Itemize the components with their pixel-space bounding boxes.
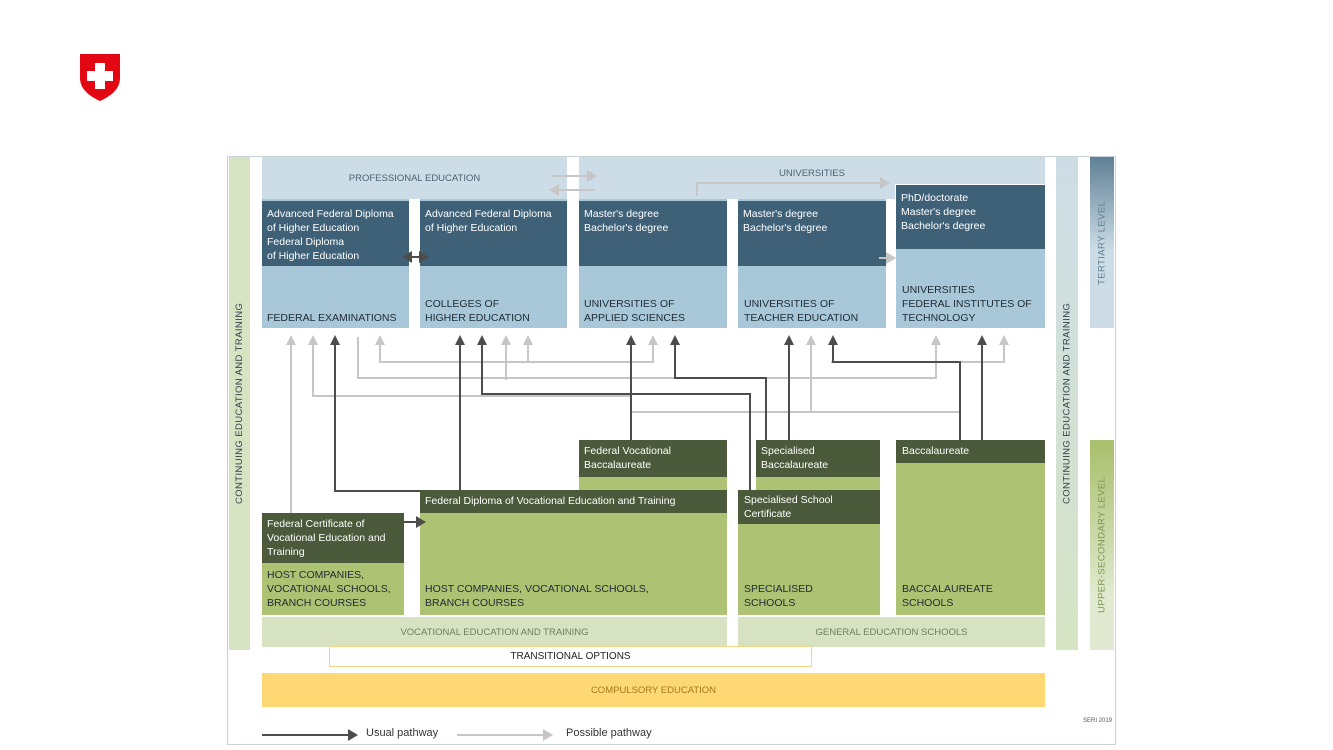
- possible-arrowhead: [587, 170, 597, 182]
- fcvet-title: Federal Certificate of Vocational Educat…: [262, 513, 404, 563]
- legend-usual-label: Usual pathway: [366, 727, 439, 739]
- possible-arrowhead: [880, 177, 890, 189]
- possible-arrowhead: [523, 335, 533, 345]
- colleges-label: COLLEGES OF HIGHER EDUCATION: [425, 298, 530, 324]
- federal-examinations-degrees: Advanced Federal Diploma of Higher Educa…: [262, 201, 409, 266]
- possible-arrowhead: [931, 335, 941, 345]
- fvb-title: Federal Vocational Baccalaureate: [579, 440, 727, 477]
- universities-header: UNIVERSITIES: [579, 157, 1045, 184]
- transitional-options-label: TRANSITIONAL OPTIONS: [510, 651, 631, 662]
- universities-title: UNIVERSITIES: [779, 168, 845, 179]
- specialised-schools-label: SPECIALISED SCHOOLS: [744, 583, 813, 609]
- federal-examinations-label: FEDERAL EXAMINATIONS: [267, 312, 397, 324]
- tertiary-level-bar: [1090, 157, 1114, 328]
- compulsory-education-label: COMPULSORY EDUCATION: [590, 684, 717, 696]
- general-band-label: GENERAL EDUCATION SCHOOLS: [815, 626, 968, 638]
- usual-arrowhead: [416, 516, 426, 528]
- possible-path-colleges-to-uni: [357, 337, 937, 379]
- possible-arrowhead: [999, 335, 1009, 345]
- usual-arrowhead: [402, 251, 412, 263]
- ute-label: UNIVERSITIES OF TEACHER EDUCATION: [744, 298, 859, 324]
- possible-arrowhead: [806, 335, 816, 345]
- spec-school-cert-title: Specialised School Certificate: [738, 490, 880, 524]
- uas-label: UNIVERSITIES OF APPLIED SCIENCES: [584, 298, 685, 324]
- possible-arrowhead: [375, 335, 385, 345]
- continuing-education-bar-left: [229, 157, 250, 650]
- legend-possible-label: Possible pathway: [566, 727, 652, 739]
- usual-path-bacc-to-ute: [832, 337, 961, 440]
- usual-path-fdvet-to-fedexam: [334, 337, 420, 492]
- spec-bacc-title: Specialised Baccalaureate: [756, 440, 880, 477]
- universities-label: UNIVERSITIES FEDERAL INSTITUTES OF TECHN…: [902, 284, 1032, 324]
- bacc-schools-label: BACCALAUREATE SCHOOLS: [902, 583, 993, 609]
- legend-possible-arrow: [457, 729, 553, 741]
- universities-degrees: PhD/doctorate Master's degree Bachelor's…: [896, 185, 1045, 249]
- usual-arrowhead: [784, 335, 794, 345]
- vet-band-label: VOCATIONAL EDUCATION AND TRAINING: [400, 626, 589, 638]
- possible-arrowhead: [886, 252, 896, 264]
- usual-arrowhead: [477, 335, 487, 345]
- possible-path-horizontal-a: [379, 337, 654, 363]
- possible-arrowhead: [501, 335, 511, 345]
- credit-text: SERI 2019: [1083, 718, 1113, 724]
- general-band: GENERAL EDUCATION SCHOOLS: [738, 617, 1045, 647]
- possible-path-uni-right: [831, 337, 1005, 363]
- compulsory-education-band: COMPULSORY EDUCATION: [262, 673, 1045, 707]
- usual-arrowhead: [828, 335, 838, 345]
- vet-band: VOCATIONAL EDUCATION AND TRAINING: [262, 617, 727, 647]
- host-companies-large-label: HOST COMPANIES, VOCATIONAL SCHOOLS, BRAN…: [425, 583, 649, 609]
- usual-arrowhead: [455, 335, 465, 345]
- usual-path-fdvet-to-ute: [481, 337, 751, 490]
- usual-path-specbacc-to-uas: [674, 337, 767, 440]
- host-companies-small-label: HOST COMPANIES, VOCATIONAL SCHOOLS, BRAN…: [267, 569, 391, 609]
- possible-arrowhead: [286, 335, 296, 345]
- professional-education-header: PROFESSIONAL EDUCATION: [262, 157, 567, 199]
- usual-arrowhead: [626, 335, 636, 345]
- professional-education-title: PROFESSIONAL EDUCATION: [348, 172, 481, 184]
- possible-path-header-link: [696, 182, 884, 196]
- usual-arrowhead: [330, 335, 340, 345]
- universities-header-extension: [579, 184, 895, 199]
- ute-degrees: Master's degree Bachelor's degree: [738, 201, 886, 266]
- possible-arrowhead: [549, 184, 559, 196]
- usual-arrowhead: [977, 335, 987, 345]
- colleges-degrees: Advanced Federal Diploma of Higher Educa…: [420, 201, 567, 266]
- usual-arrowhead: [419, 251, 429, 263]
- possible-path-fedexam-to-uas: [312, 337, 631, 397]
- usual-arrowhead: [670, 335, 680, 345]
- bacc-schools-block: [896, 440, 1045, 615]
- possible-arrowhead: [308, 335, 318, 345]
- upper-secondary-level-bar: [1090, 440, 1114, 650]
- possible-arrowhead: [648, 335, 658, 345]
- swiss-cross-shield-icon: [78, 52, 122, 102]
- bacc-title: Baccalaureate: [896, 440, 1045, 463]
- continuing-education-bar-right: [1056, 157, 1078, 650]
- transitional-options-band: TRANSITIONAL OPTIONS: [329, 646, 812, 667]
- uas-degrees: Master's degree Bachelor's degree: [579, 201, 727, 266]
- fdvet-title: Federal Diploma of Vocational Education …: [420, 490, 727, 513]
- legend-usual-arrow: [262, 729, 358, 741]
